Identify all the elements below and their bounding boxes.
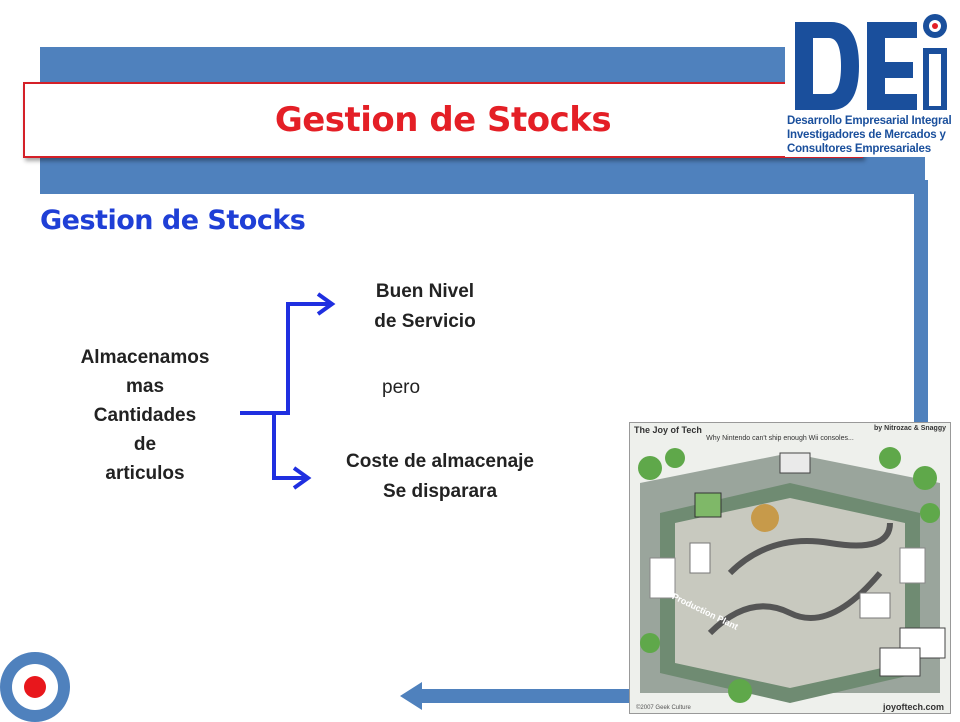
outcome-top-line: Buen Nivel [375, 281, 475, 302]
source-line: mas [125, 376, 165, 397]
page-title: Gestion de Stocks [274, 100, 612, 140]
source-line: de [133, 434, 157, 455]
comic-copyright: ©2007 Geek Culture [636, 705, 691, 711]
company-logo: Desarrollo Empresarial Integral Investig… [785, 2, 960, 157]
logo-line-1: Desarrollo Empresarial Integral [787, 115, 952, 127]
comic-site: joyoftech.com [882, 702, 944, 712]
outcome-bottom-line: Se disparara [382, 481, 498, 502]
logo-line-2: Investigadores de Mercados y [787, 129, 946, 141]
back-arrow-icon[interactable] [400, 682, 640, 710]
source-node: Almacenamos mas Cantidades de articulos [55, 343, 235, 488]
outcome-top-line: de Servicio [374, 311, 476, 332]
source-line: articulos [105, 463, 185, 484]
record-nav-button[interactable] [0, 652, 70, 722]
dei-logo-icon [795, 14, 947, 110]
comic-caption: Why Nintendo can't ship enough Wii conso… [706, 435, 854, 442]
nav-ring [12, 664, 58, 710]
connector-word: pero [382, 377, 421, 398]
record-dot-icon [24, 676, 46, 698]
source-line: Cantidades [93, 405, 197, 426]
title-banner: Gestion de Stocks [23, 82, 863, 158]
outcome-bottom-line: Coste de almacenaje [346, 451, 534, 472]
outcome-top-node: Buen Nivel de Servicio [340, 277, 510, 337]
logo-line-3: Consultores Empresariales [787, 143, 931, 155]
factory-illustration [630, 423, 950, 713]
section-title: Gestion de Stocks [40, 205, 306, 236]
comic-image: The Joy of Tech Why Nintendo can't ship … [629, 422, 951, 714]
source-line: Almacenamos [80, 347, 210, 368]
comic-credit: by Nitrozac & Snaggy [874, 425, 946, 432]
outcome-bottom-node: Coste de almacenaje Se disparara [315, 447, 565, 507]
comic-brand: The Joy of Tech [634, 425, 702, 435]
